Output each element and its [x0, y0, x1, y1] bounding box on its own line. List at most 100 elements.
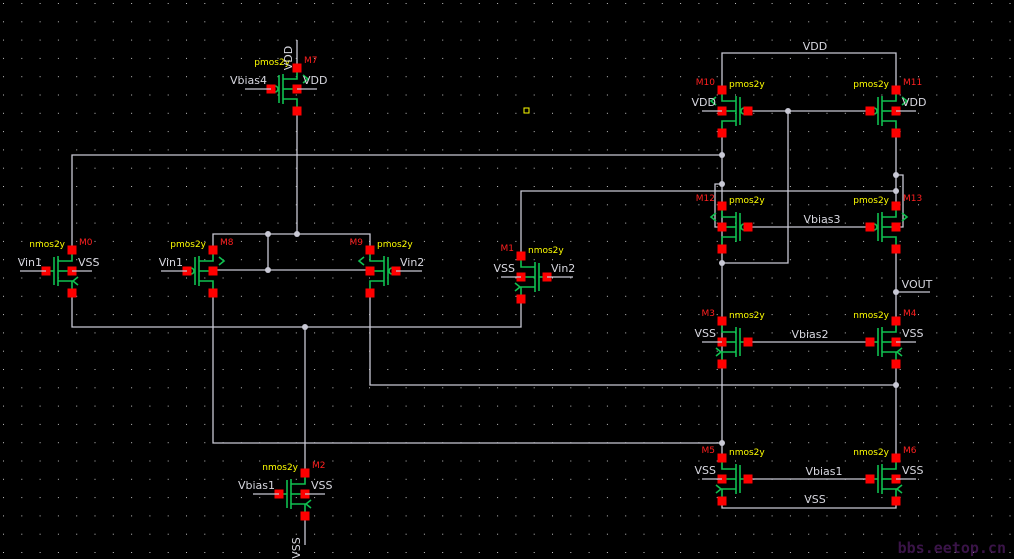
- bulk-net-label: VSS: [494, 262, 516, 275]
- junction-dot: [719, 260, 725, 266]
- bulk-pin[interactable]: [891, 222, 901, 232]
- source-pin[interactable]: [891, 128, 901, 138]
- source-pin[interactable]: [717, 359, 727, 369]
- source-pin[interactable]: [891, 359, 901, 369]
- drain-pin[interactable]: [292, 63, 302, 73]
- source-pin[interactable]: [365, 288, 375, 298]
- arrow-icon: [715, 347, 723, 357]
- drain-pin[interactable]: [717, 201, 727, 211]
- net-label-vout: VOUT: [902, 278, 933, 291]
- instance-name-label: M5: [702, 446, 716, 456]
- wire: [520, 190, 896, 256]
- drain-pin[interactable]: [891, 453, 901, 463]
- bulk-pin[interactable]: [365, 266, 375, 276]
- instance-name-label: M13: [903, 194, 922, 204]
- watermark: bbs.eetop.cn: [897, 539, 1006, 557]
- junction-dot: [893, 289, 899, 295]
- instance-name-label: M12: [696, 194, 715, 204]
- instance-name-label: M0: [79, 238, 93, 248]
- junction-dot: [785, 108, 791, 114]
- wire: [212, 233, 371, 251]
- source-pin[interactable]: [717, 496, 727, 506]
- arrow-icon: [218, 256, 226, 266]
- bulk-pin[interactable]: [717, 222, 727, 232]
- drain-pin[interactable]: [891, 316, 901, 326]
- model-label: nmos2y: [853, 311, 889, 321]
- drain-pin[interactable]: [300, 468, 310, 478]
- instance-name-label: M4: [903, 309, 917, 319]
- gate-pin[interactable]: [865, 106, 875, 116]
- bulk-pin[interactable]: [208, 266, 218, 276]
- gate-pin[interactable]: [743, 106, 753, 116]
- instance-name-label: M8: [220, 238, 234, 248]
- gate-net-label: Vbias4: [230, 74, 267, 87]
- drain-pin[interactable]: [891, 201, 901, 211]
- wire: [71, 154, 722, 251]
- source-pin[interactable]: [717, 128, 727, 138]
- model-label: pmos2y: [377, 240, 413, 250]
- bulk-net-label: VSS: [78, 256, 100, 269]
- bulk-net-label: VSS: [902, 464, 924, 477]
- model-label: pmos2y: [729, 80, 765, 90]
- net-label-vdd-m7: VDD: [282, 46, 295, 70]
- junction-dot: [719, 152, 725, 158]
- bulk-net-label: VSS: [695, 464, 717, 477]
- model-label: pmos2y: [853, 80, 889, 90]
- arrow-icon: [304, 499, 312, 509]
- arrow-icon: [895, 347, 903, 357]
- source-pin[interactable]: [891, 496, 901, 506]
- source-pin[interactable]: [67, 288, 77, 298]
- gate-net-label: Vin2: [551, 262, 575, 275]
- gate-pin[interactable]: [743, 222, 753, 232]
- wires: [71, 40, 930, 545]
- bulk-net-label: VDD: [692, 96, 716, 109]
- drain-pin[interactable]: [365, 245, 375, 255]
- model-label: nmos2y: [729, 448, 765, 458]
- source-pin[interactable]: [516, 294, 526, 304]
- source-pin[interactable]: [292, 106, 302, 116]
- net-label-vbias3: Vbias3: [803, 213, 840, 226]
- gate-pin[interactable]: [865, 474, 875, 484]
- drain-pin[interactable]: [717, 85, 727, 95]
- arrow-icon: [357, 256, 365, 266]
- gate-net-label: Vin2: [400, 256, 424, 269]
- gate-pin[interactable]: [865, 337, 875, 347]
- drain-pin[interactable]: [891, 85, 901, 95]
- source-pin[interactable]: [717, 244, 727, 254]
- arrow-icon: [901, 212, 909, 222]
- gate-net-label: Vin1: [18, 256, 42, 269]
- arrow-icon: [71, 276, 79, 286]
- transistor-m9: Vin2 pmos2y M9: [350, 238, 424, 298]
- instance-name-label: M7: [304, 56, 318, 66]
- arrow-icon: [709, 96, 717, 106]
- gate-net-label: Vin1: [159, 256, 183, 269]
- drain-pin[interactable]: [67, 245, 77, 255]
- drain-pin[interactable]: [717, 453, 727, 463]
- drain-pin[interactable]: [208, 245, 218, 255]
- source-pin[interactable]: [208, 288, 218, 298]
- instance-name-label: M1: [501, 244, 515, 254]
- instance-name-label: M11: [903, 78, 922, 88]
- gate-pin[interactable]: [743, 337, 753, 347]
- net-label-vbias1: Vbias1: [805, 465, 842, 478]
- source-pin[interactable]: [891, 244, 901, 254]
- drain-pin[interactable]: [516, 251, 526, 261]
- instance-name-label: M9: [350, 238, 364, 248]
- drain-pin[interactable]: [717, 316, 727, 326]
- wire: [721, 52, 897, 90]
- source-pin[interactable]: [300, 511, 310, 521]
- gate-pin[interactable]: [865, 222, 875, 232]
- gate-pin[interactable]: [743, 474, 753, 484]
- junction-dot: [719, 181, 725, 187]
